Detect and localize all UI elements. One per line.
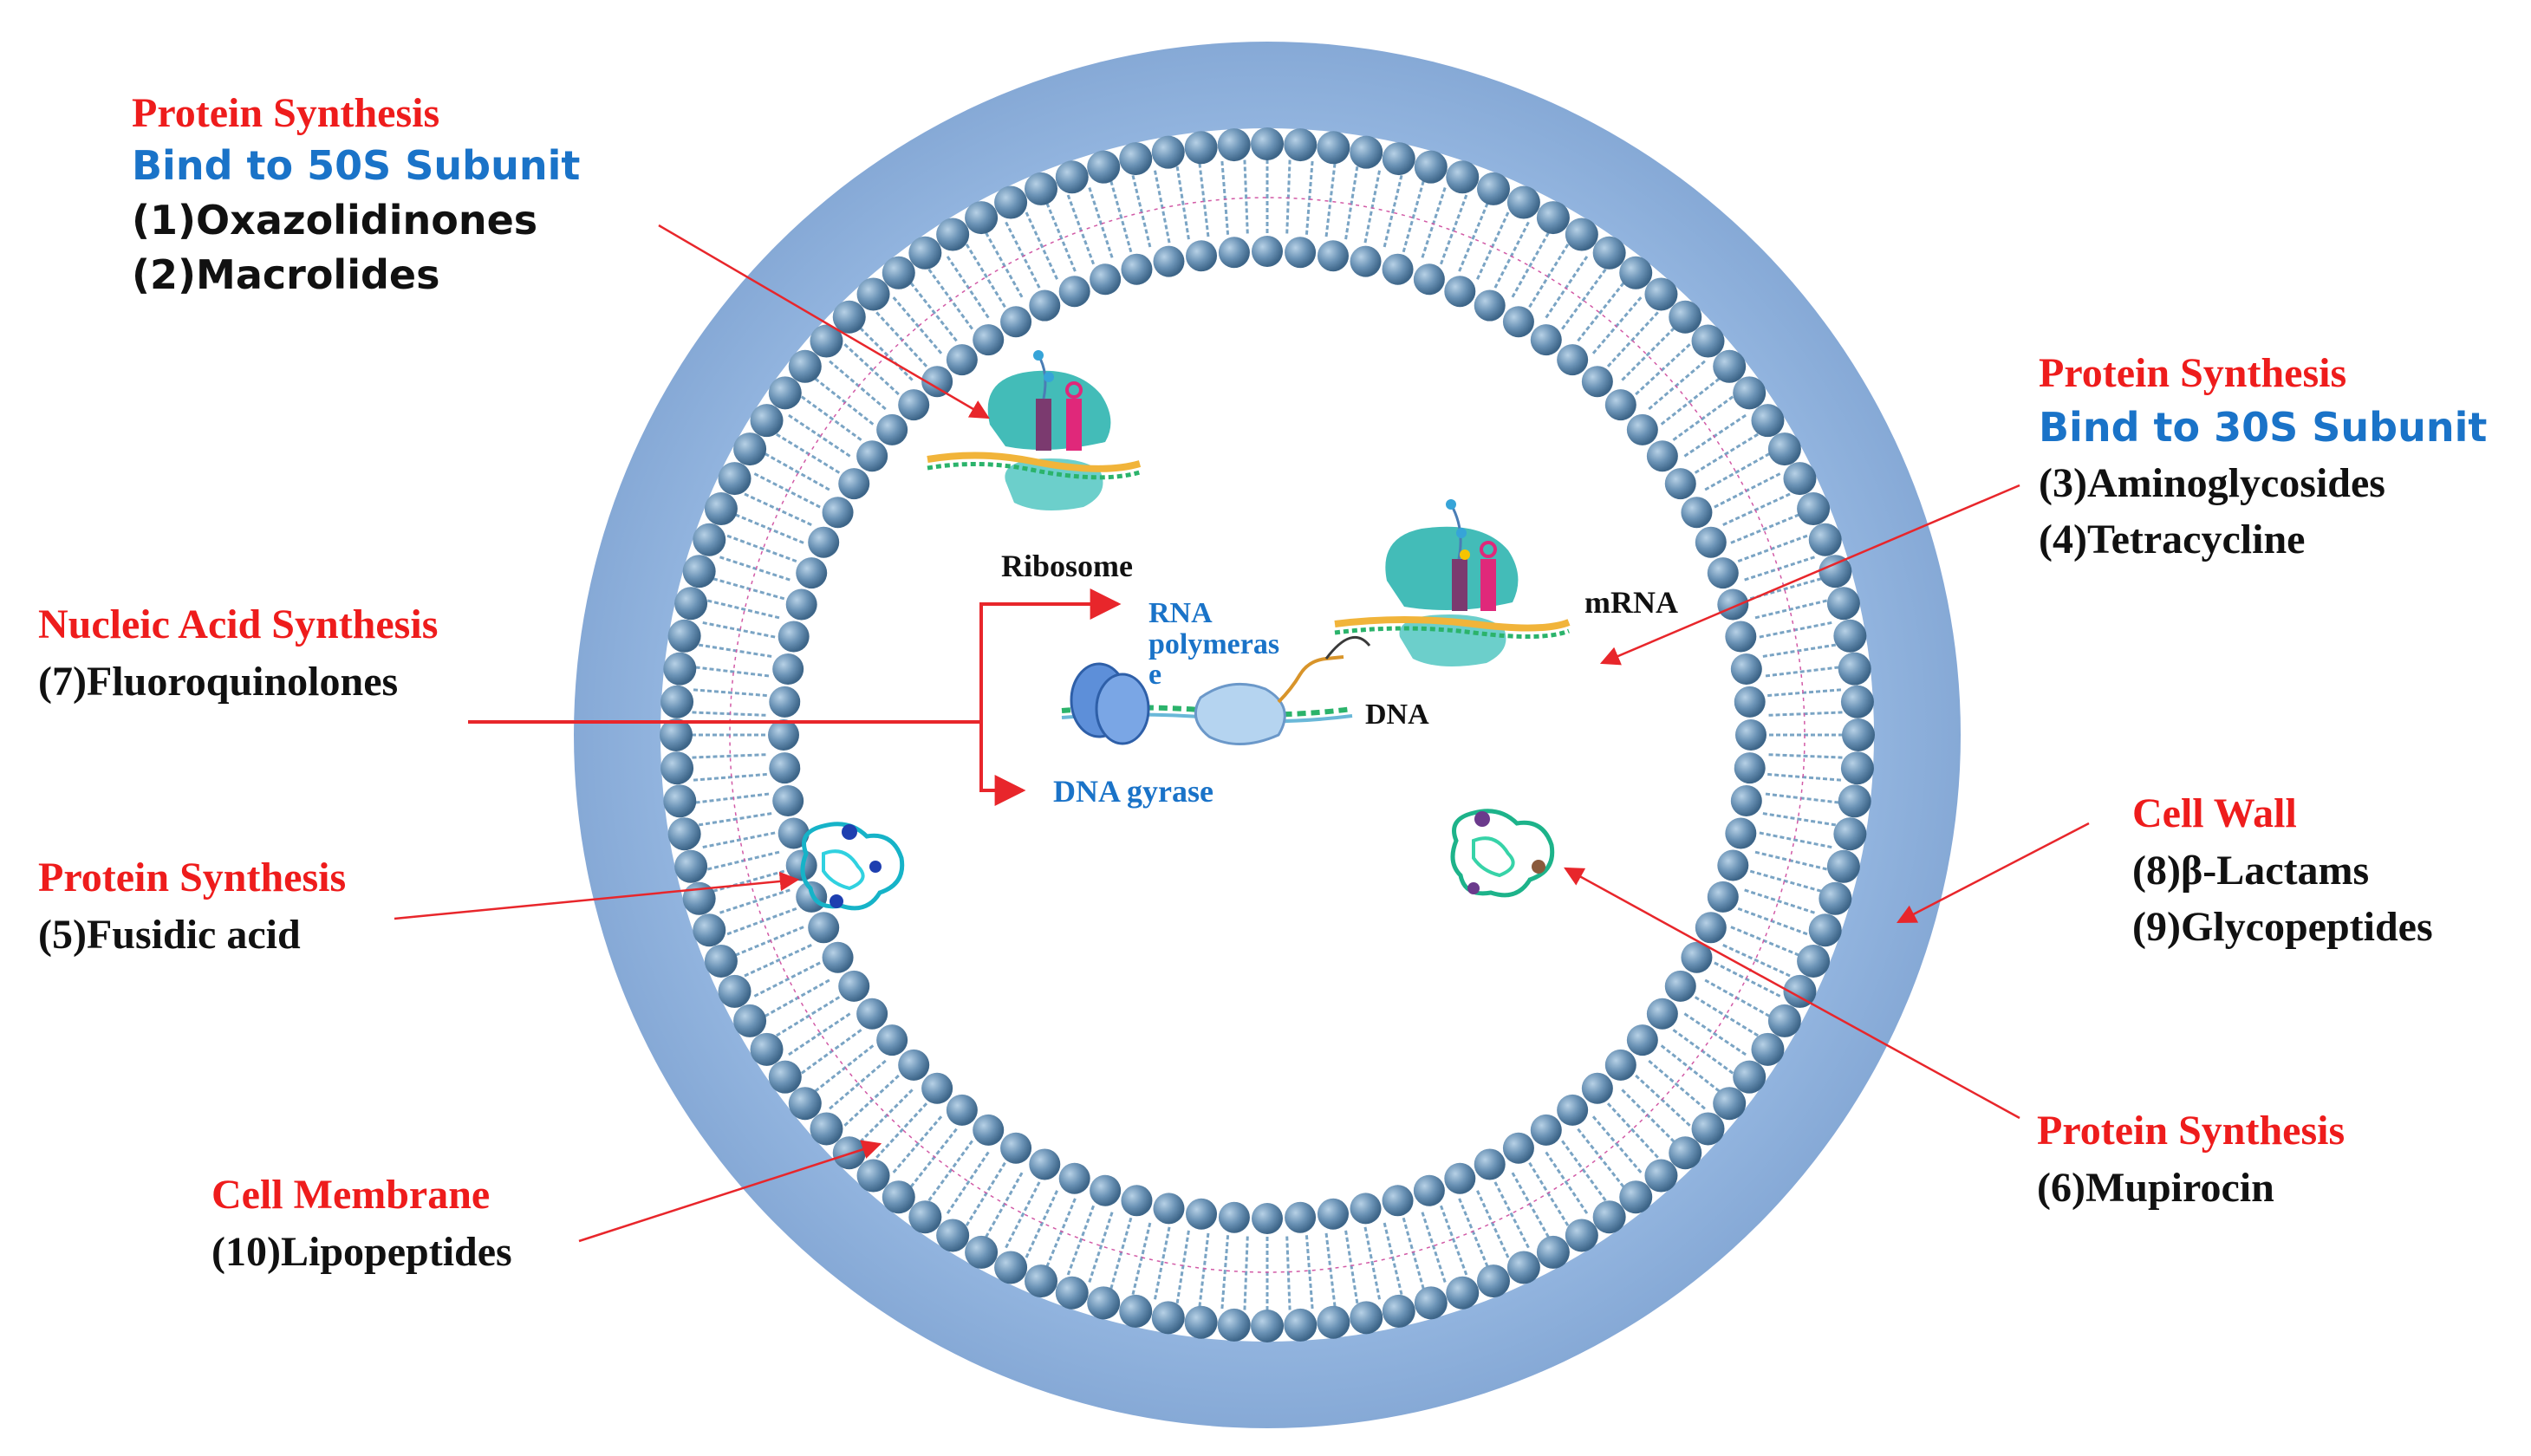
protein-blob-right-icon [1450, 809, 1555, 898]
label-cell-wall: Cell Wall (8)β-Lactams (9)Glycopeptides [2132, 789, 2433, 952]
inner-label-dna-gyrase: DNA gyrase [1053, 774, 1213, 809]
label-cell-wall-item-8: (8)β-Lactams [2132, 847, 2370, 894]
ribosome-50s-icon [927, 350, 1142, 510]
label-30s-subheading: Bind to 30S Subunit [2039, 403, 2488, 451]
label-50s-heading: Protein Synthesis [132, 90, 440, 136]
label-nucleic-item-7: (7)Fluoroquinolones [38, 658, 399, 705]
arrow-membrane [578, 1140, 882, 1243]
label-mupirocin: Protein Synthesis (6)Mupirocin [2037, 1106, 2345, 1212]
dna-replication-complex [1061, 636, 1371, 745]
inner-label-rna-polymerase: RNA polymeras e [1148, 598, 1279, 691]
label-mupirocin-heading: Protein Synthesis [2037, 1108, 2346, 1154]
label-30s-heading: Protein Synthesis [2039, 350, 2347, 396]
inner-label-mrna: mRNA [1584, 585, 1678, 620]
protein-blob-left-icon [800, 822, 905, 911]
arrow-50s [658, 224, 990, 419]
inner-label-rna-polymerase-line-3: e [1148, 659, 1162, 692]
label-membrane: Cell Membrane (10)Lipopeptides [211, 1170, 512, 1277]
inner-label-ribosome: Ribosome [1001, 549, 1133, 583]
label-nucleic: Nucleic Acid Synthesis (7)Fluoroquinolon… [38, 600, 438, 706]
label-cell-wall-heading: Cell Wall [2132, 790, 2297, 836]
inner-label-dna: DNA [1365, 699, 1429, 731]
ribosome-30s-icon [1334, 499, 1571, 666]
label-membrane-item-10: (10)Lipopeptides [211, 1228, 512, 1275]
label-cell-wall-item-9: (9)Glycopeptides [2132, 904, 2433, 951]
arrow-mupirocin [1564, 867, 2020, 1120]
arrow-fluoroquinolones [468, 588, 1122, 806]
label-fusidic: Protein Synthesis (5)Fusidic acid [38, 853, 346, 959]
arrow-cell-wall [1897, 822, 2090, 924]
label-50s-item-1: (1)Oxazolidinones [132, 196, 538, 244]
lipid-bilayer [660, 127, 1875, 1342]
rna-polymerase-icon [1194, 682, 1286, 745]
label-fusidic-heading: Protein Synthesis [38, 855, 347, 900]
arrow-fusidic [394, 871, 800, 920]
inner-label-rna-polymerase-line-2: polymeras [1148, 627, 1280, 660]
label-50s: Protein Synthesis Bind to 50S Subunit (1… [132, 88, 580, 299]
label-30s-item-4: (4)Tetracycline [2039, 517, 2306, 563]
label-mupirocin-item-6: (6)Mupirocin [2037, 1164, 2274, 1211]
label-membrane-heading: Cell Membrane [211, 1172, 491, 1218]
label-30s-item-3: (3)Aminoglycosides [2039, 459, 2385, 506]
label-nucleic-heading: Nucleic Acid Synthesis [38, 601, 439, 647]
label-fusidic-item-5: (5)Fusidic acid [38, 911, 301, 958]
label-50s-subheading: Bind to 50S Subunit [132, 141, 581, 189]
inner-label-rna-polymerase-line-1: RNA [1148, 597, 1213, 629]
arrow-30s [1599, 484, 2020, 666]
label-30s: Protein Synthesis Bind to 30S Subunit (3… [2039, 348, 2487, 565]
label-50s-item-2: (2)Macrolides [132, 250, 440, 298]
